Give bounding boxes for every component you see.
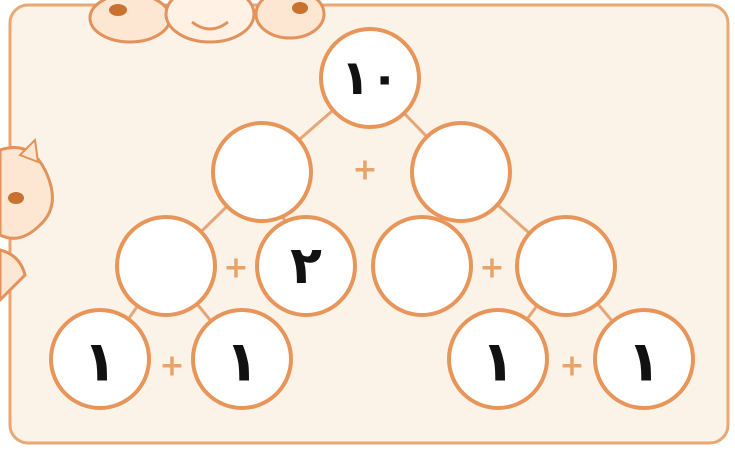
tree-node-top: ١٠ (321, 29, 419, 127)
tree-node-level3-b-value: ٢ (290, 236, 322, 296)
tree-node-level3-c[interactable] (373, 217, 471, 315)
plus-sign-level3-right: + (479, 251, 504, 286)
cartoon-faces-icon (90, 0, 324, 42)
tree-node-level3-b: ٢ (257, 217, 355, 315)
plus-sign-level3-left: + (223, 251, 248, 286)
tree-node-level4-a: ١ (51, 310, 149, 408)
tree-node-level3-d[interactable] (517, 217, 615, 315)
tree-node-level4-c-value: ١ (481, 330, 515, 395)
tree-node-level2-left[interactable] (213, 123, 311, 221)
plus-sign-level4-left: + (159, 349, 184, 384)
tree-node-level4-c: ١ (449, 310, 547, 408)
tree-node-level4-b: ١ (193, 310, 291, 408)
tree-node-top-value: ١٠ (341, 50, 400, 106)
plus-sign-level4-right: + (559, 349, 584, 384)
tree-node-level4-d-value: ١ (627, 330, 661, 395)
tree-node-level2-right[interactable] (412, 123, 510, 221)
tree-node-level4-d: ١ (595, 310, 693, 408)
plus-sign-level2: + (352, 153, 377, 188)
tree-node-level3-a[interactable] (117, 217, 215, 315)
tree-node-level4-a-value: ١ (83, 330, 117, 395)
tree-node-level4-b-value: ١ (225, 330, 259, 395)
